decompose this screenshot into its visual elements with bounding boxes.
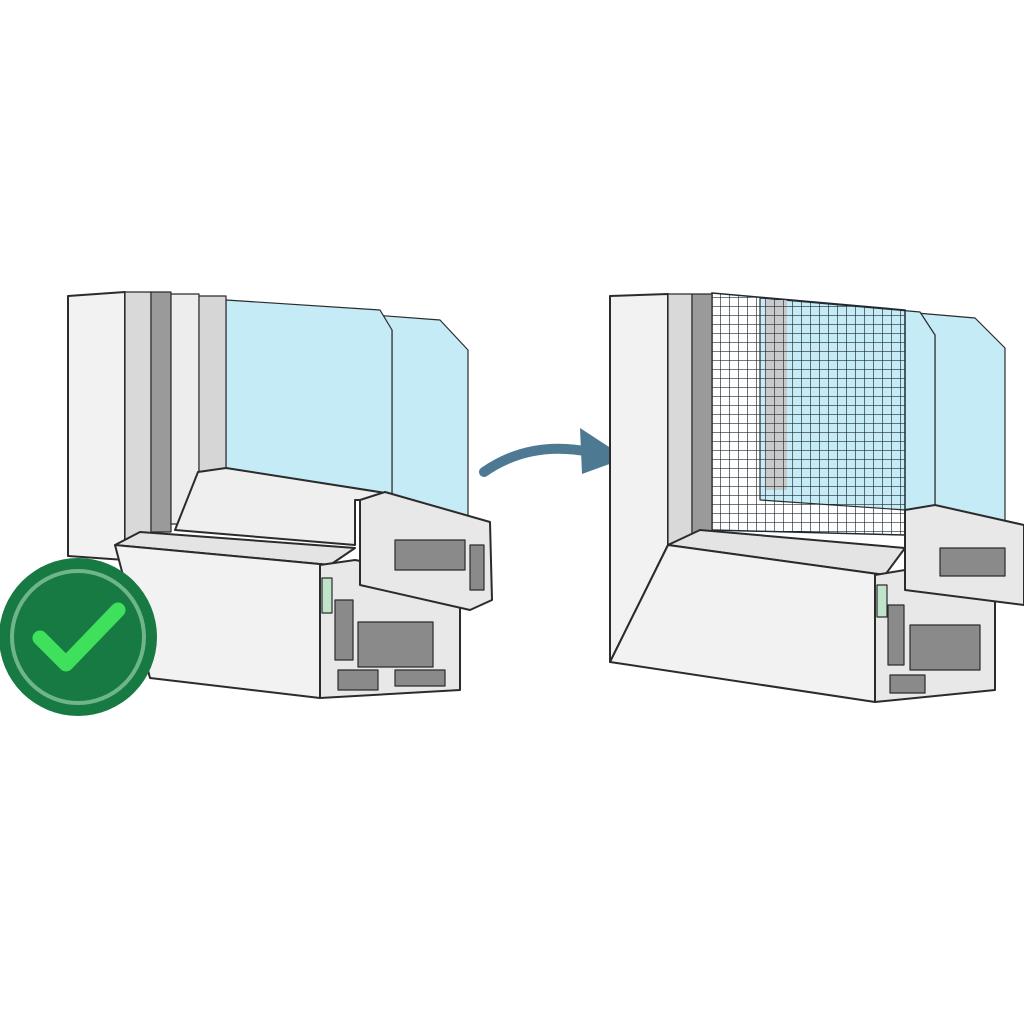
frame-strip [667, 293, 693, 545]
profile-chamber [889, 674, 926, 694]
insect-screen-mesh [711, 292, 906, 536]
profile-chamber [887, 604, 905, 666]
frame-face [67, 291, 126, 561]
window-profile-with-insect-screen [609, 292, 1024, 703]
frame-strip-dark [150, 291, 172, 533]
profile-chamber [939, 547, 1006, 577]
profile-gasket [876, 584, 888, 618]
window-profile-before [67, 291, 493, 699]
profile-chamber [909, 624, 981, 671]
profile-chamber [337, 669, 379, 691]
profile-gasket [321, 577, 333, 614]
glass-pane-inner [225, 299, 393, 496]
profile-chamber [469, 544, 485, 591]
frame-strip-dark [691, 293, 713, 535]
profile-chamber [394, 539, 466, 571]
profile-chamber [357, 621, 434, 668]
frame-strip [124, 291, 152, 551]
frame-strip-inner [198, 295, 227, 473]
check-circle-icon [0, 558, 157, 716]
profile-chamber [334, 599, 354, 661]
profile-chamber [394, 669, 446, 687]
curved-arrow-right-icon [479, 428, 626, 477]
